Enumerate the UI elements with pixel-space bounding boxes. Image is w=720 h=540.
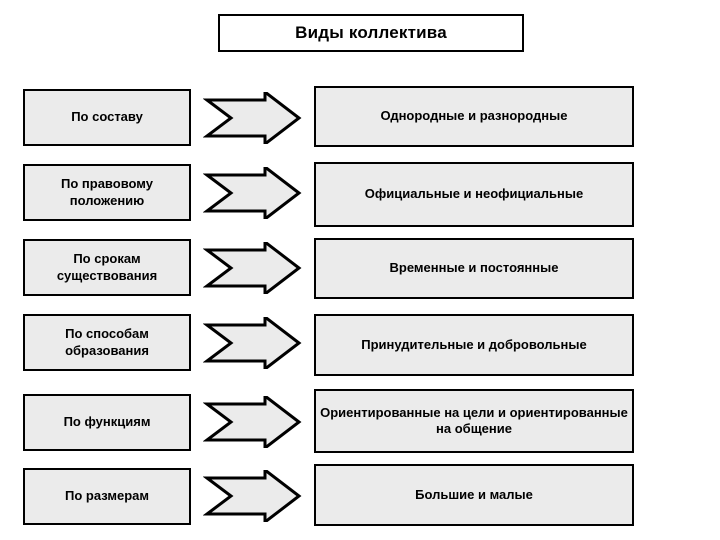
criterion-box: По срокам существования	[23, 239, 191, 296]
right-block-arrow-icon	[203, 396, 303, 448]
result-label: Однородные и разнородные	[380, 108, 568, 124]
criterion-label: По способам образования	[65, 326, 149, 358]
criterion-label: По правовому положению	[61, 176, 153, 208]
criterion-label: По функциям	[63, 414, 151, 430]
result-box: Временные и постоянные	[314, 238, 634, 299]
criterion-box: По функциям	[23, 394, 191, 451]
diagram-title-text: Виды коллектива	[295, 22, 447, 42]
criterion-label: По срокам существования	[56, 251, 158, 283]
diagram-title-box: Виды коллектива	[218, 14, 524, 52]
criterion-box: По составу	[23, 89, 191, 146]
result-label: Ориентированные на цели и ориентированны…	[320, 404, 628, 436]
result-box: Большие и малые	[314, 464, 634, 526]
result-label: Принудительные и добровольные	[361, 336, 587, 352]
right-block-arrow-icon	[203, 242, 303, 294]
result-box: Принудительные и добровольные	[314, 314, 634, 376]
criterion-label: По составу	[71, 109, 143, 125]
criterion-label: По размерам	[65, 488, 149, 504]
result-label: Временные и постоянные	[389, 260, 559, 276]
right-block-arrow-icon	[203, 167, 303, 219]
result-box: Официальные и неофициальные	[314, 162, 634, 227]
result-label: Официальные и неофициальные	[364, 186, 584, 202]
criterion-box: По размерам	[23, 468, 191, 525]
right-block-arrow-icon	[203, 92, 303, 144]
right-block-arrow-icon	[203, 317, 303, 369]
result-box: Ориентированные на цели и ориентированны…	[314, 389, 634, 453]
criterion-box: По правовому положению	[23, 164, 191, 221]
result-box: Однородные и разнородные	[314, 86, 634, 147]
criterion-box: По способам образования	[23, 314, 191, 371]
right-block-arrow-icon	[203, 470, 303, 522]
result-label: Большие и малые	[415, 486, 533, 502]
